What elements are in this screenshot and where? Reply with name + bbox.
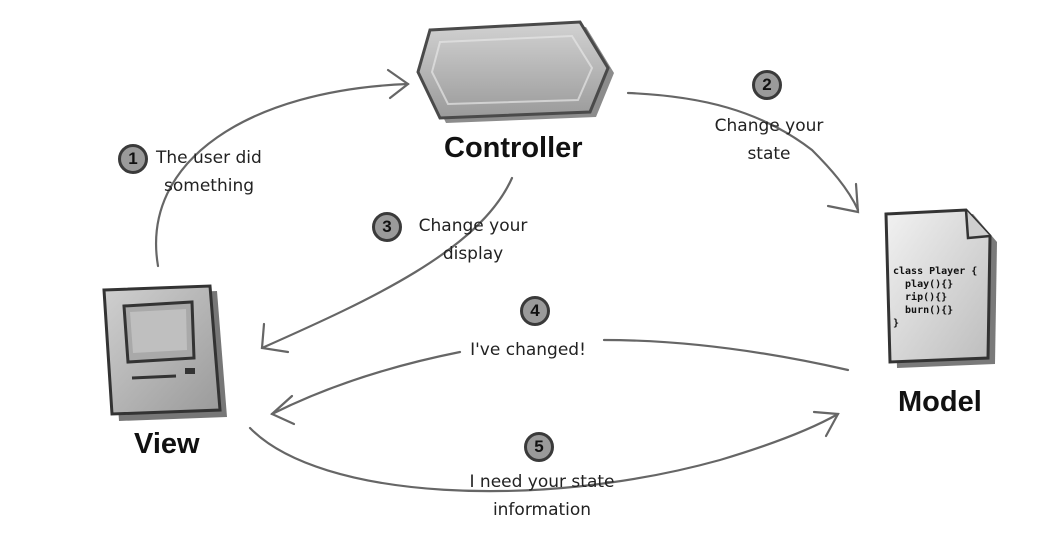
code-line: class Player { bbox=[893, 266, 978, 277]
step-badge-1: 1 bbox=[118, 144, 148, 174]
controller-shape bbox=[416, 20, 614, 123]
arrow-view-to-model bbox=[248, 412, 840, 493]
arrowhead-3 bbox=[260, 322, 290, 354]
code-line: burn(){} bbox=[893, 305, 954, 316]
controller-label: Controller bbox=[444, 132, 583, 164]
arrowhead-4 bbox=[270, 394, 296, 426]
view-label: View bbox=[134, 428, 200, 460]
arrow-model-to-view bbox=[602, 338, 850, 372]
step-badge-2: 2 bbox=[752, 70, 782, 100]
step-label-4: I've changed! bbox=[470, 340, 586, 360]
step-label-1: The user did something bbox=[156, 148, 262, 196]
arrow-controller-to-model bbox=[626, 91, 860, 212]
arrowhead-2 bbox=[826, 182, 860, 214]
model-label: Model bbox=[898, 386, 982, 418]
arrowhead-1 bbox=[386, 68, 410, 100]
code-line: } bbox=[893, 318, 900, 329]
code-line: play(){} bbox=[893, 279, 954, 290]
arrow-controller-to-view bbox=[260, 176, 514, 350]
arrowhead-5 bbox=[812, 410, 840, 438]
step-badge-4: 4 bbox=[520, 296, 550, 326]
step-label-2: Change your state bbox=[714, 116, 824, 164]
arrow-model-to-view-2 bbox=[270, 350, 462, 416]
arrow-view-to-controller bbox=[155, 82, 410, 268]
step-badge-5: 5 bbox=[524, 432, 554, 462]
view-computer-icon bbox=[102, 284, 227, 421]
step-label-5: I need your state information bbox=[469, 472, 615, 520]
step-badge-3: 3 bbox=[372, 212, 402, 242]
code-line: rip(){} bbox=[893, 292, 948, 303]
step-label-3: Change your display bbox=[418, 216, 528, 264]
model-code: class Player { play(){} rip(){} burn(){}… bbox=[893, 252, 977, 330]
model-document-icon bbox=[884, 208, 997, 368]
